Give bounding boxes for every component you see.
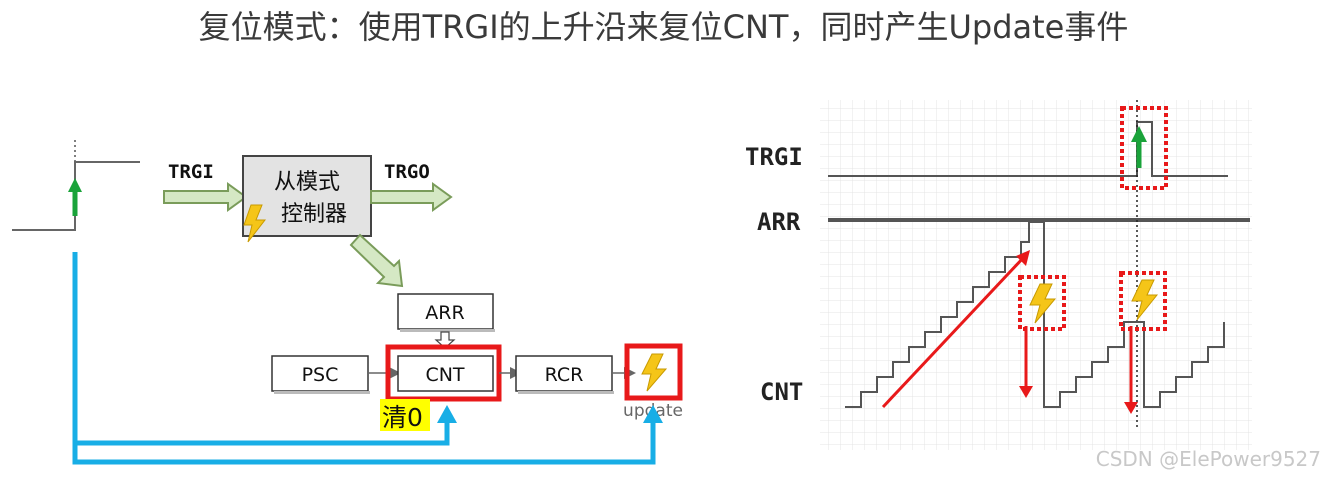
cnt-register	[397, 355, 494, 392]
watermark: CSDN @ElePower9527	[1095, 447, 1321, 471]
lightning-icon	[243, 204, 267, 243]
trgo-label: TRGO	[384, 161, 430, 183]
page-title: 复位模式：使用TRGI的上升沿来复位CNT，同时产生Update事件	[198, 8, 1129, 46]
timing-cnt-label: CNT	[760, 378, 803, 406]
trgo-output-arrow	[370, 182, 453, 212]
trigger-update-lightning-icon	[1131, 279, 1159, 321]
cnt-staircase	[845, 221, 1225, 408]
update-lightning-icon	[641, 353, 668, 392]
update-arrow-head	[643, 405, 663, 423]
trgi-label: TRGI	[168, 161, 214, 183]
psc-label: PSC	[302, 364, 339, 386]
cnt-label: CNT	[425, 364, 464, 386]
trgi-edge-highlight	[1120, 106, 1168, 190]
rcr-label: RCR	[545, 364, 584, 386]
clear-label-highlight	[380, 399, 430, 431]
trigger-signal-paths	[72, 252, 656, 465]
slave-controller-line2: 控制器	[281, 202, 347, 227]
slave-controller-line1: 从模式	[274, 170, 340, 195]
trgi-input-arrow	[163, 182, 248, 212]
overflow-update-highlight	[1018, 275, 1066, 331]
controller-to-counter-arrow	[349, 233, 404, 288]
arr-register	[397, 293, 494, 330]
right-timing-diagram: TRGI ARR CNT	[745, 100, 1252, 450]
overflow-update-lightning-icon	[1029, 283, 1057, 324]
rising-edge-arrow	[68, 178, 82, 216]
update-event-box	[624, 343, 683, 401]
slave-mode-controller	[242, 155, 372, 237]
arr-label: ARR	[425, 302, 464, 324]
trigger-update-highlight	[1119, 271, 1167, 331]
clear-label: 清0	[382, 403, 423, 432]
clear-arrow-head	[437, 405, 457, 423]
left-block-diagram: TRGI 从模式 控制器 TRGO ARR PSC CNT RCR	[12, 140, 683, 465]
timing-trgi-label: TRGI	[745, 143, 803, 171]
arr-to-cnt-arrow	[434, 331, 456, 349]
timing-arr-label: ARR	[757, 208, 801, 236]
counting-arrow	[881, 255, 1026, 409]
